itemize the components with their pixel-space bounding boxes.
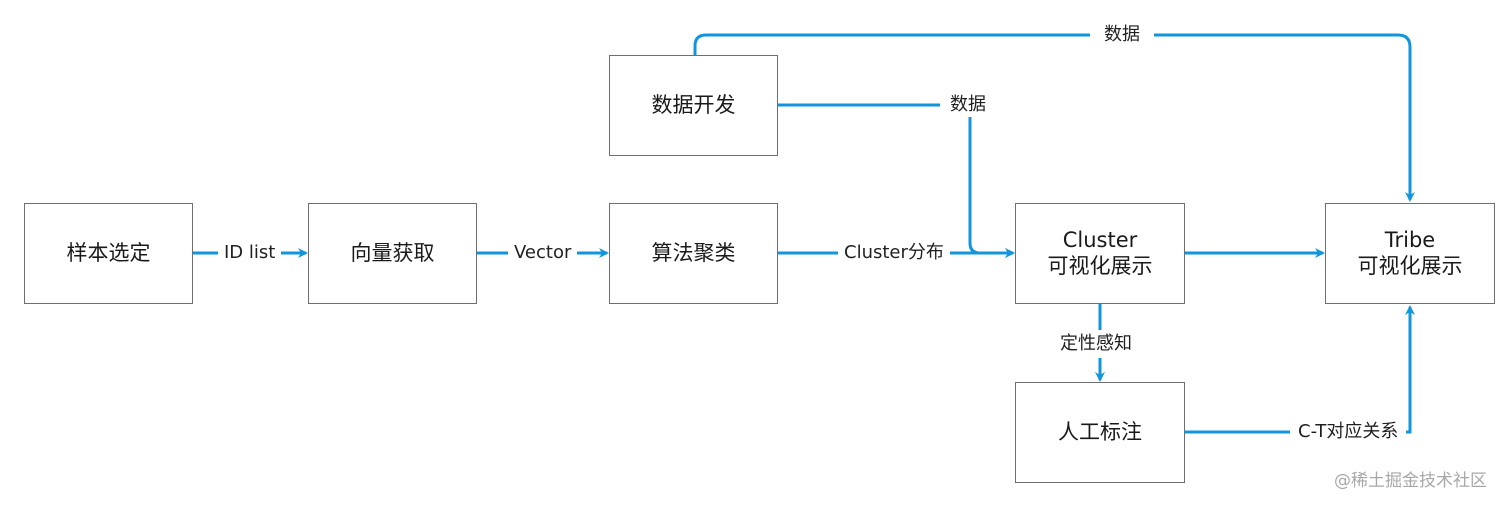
edge-label-vector: Vector xyxy=(508,241,578,265)
node-data-dev-label: 数据开发 xyxy=(651,92,736,117)
node-sample-select: 样本选定 xyxy=(24,203,193,304)
node-tribe-vis-line2: 可视化展示 xyxy=(1357,253,1463,278)
edge-datadev-to-tribe xyxy=(693,33,1415,202)
node-sample-select-label: 样本选定 xyxy=(66,240,151,265)
node-vector-fetch-label: 向量获取 xyxy=(350,240,435,265)
edge-datadev-to-cluster xyxy=(778,103,1015,258)
edge-manual-to-tribe xyxy=(1184,305,1415,434)
node-cluster-vis-line1: Cluster xyxy=(1062,228,1138,253)
edge-label-data-mid: 数据 xyxy=(940,93,996,117)
edge-label-data-top: 数据 xyxy=(1090,23,1154,47)
node-vector-fetch: 向量获取 xyxy=(308,203,477,304)
node-tribe-vis: Tribe 可视化展示 xyxy=(1325,203,1495,304)
node-data-dev: 数据开发 xyxy=(609,55,778,156)
edge-label-ct-mapping: C-T对应关系 xyxy=(1290,420,1407,444)
node-cluster-vis-line2: 可视化展示 xyxy=(1047,253,1153,278)
node-algo-cluster-label: 算法聚类 xyxy=(651,240,736,265)
node-manual-label: 人工标注 xyxy=(1015,382,1185,483)
edge-label-id-list: ID list xyxy=(218,241,282,265)
node-algo-cluster: 算法聚类 xyxy=(609,203,778,304)
node-manual-label-text: 人工标注 xyxy=(1058,419,1142,444)
node-cluster-vis: Cluster 可视化展示 xyxy=(1015,203,1185,304)
edge-label-qualitative: 定性感知 xyxy=(1054,330,1138,358)
watermark: @稀土掘金技术社区 xyxy=(1334,471,1487,491)
edge-label-cluster-dist: Cluster分布 xyxy=(838,241,950,265)
node-tribe-vis-line1: Tribe xyxy=(1384,228,1436,253)
